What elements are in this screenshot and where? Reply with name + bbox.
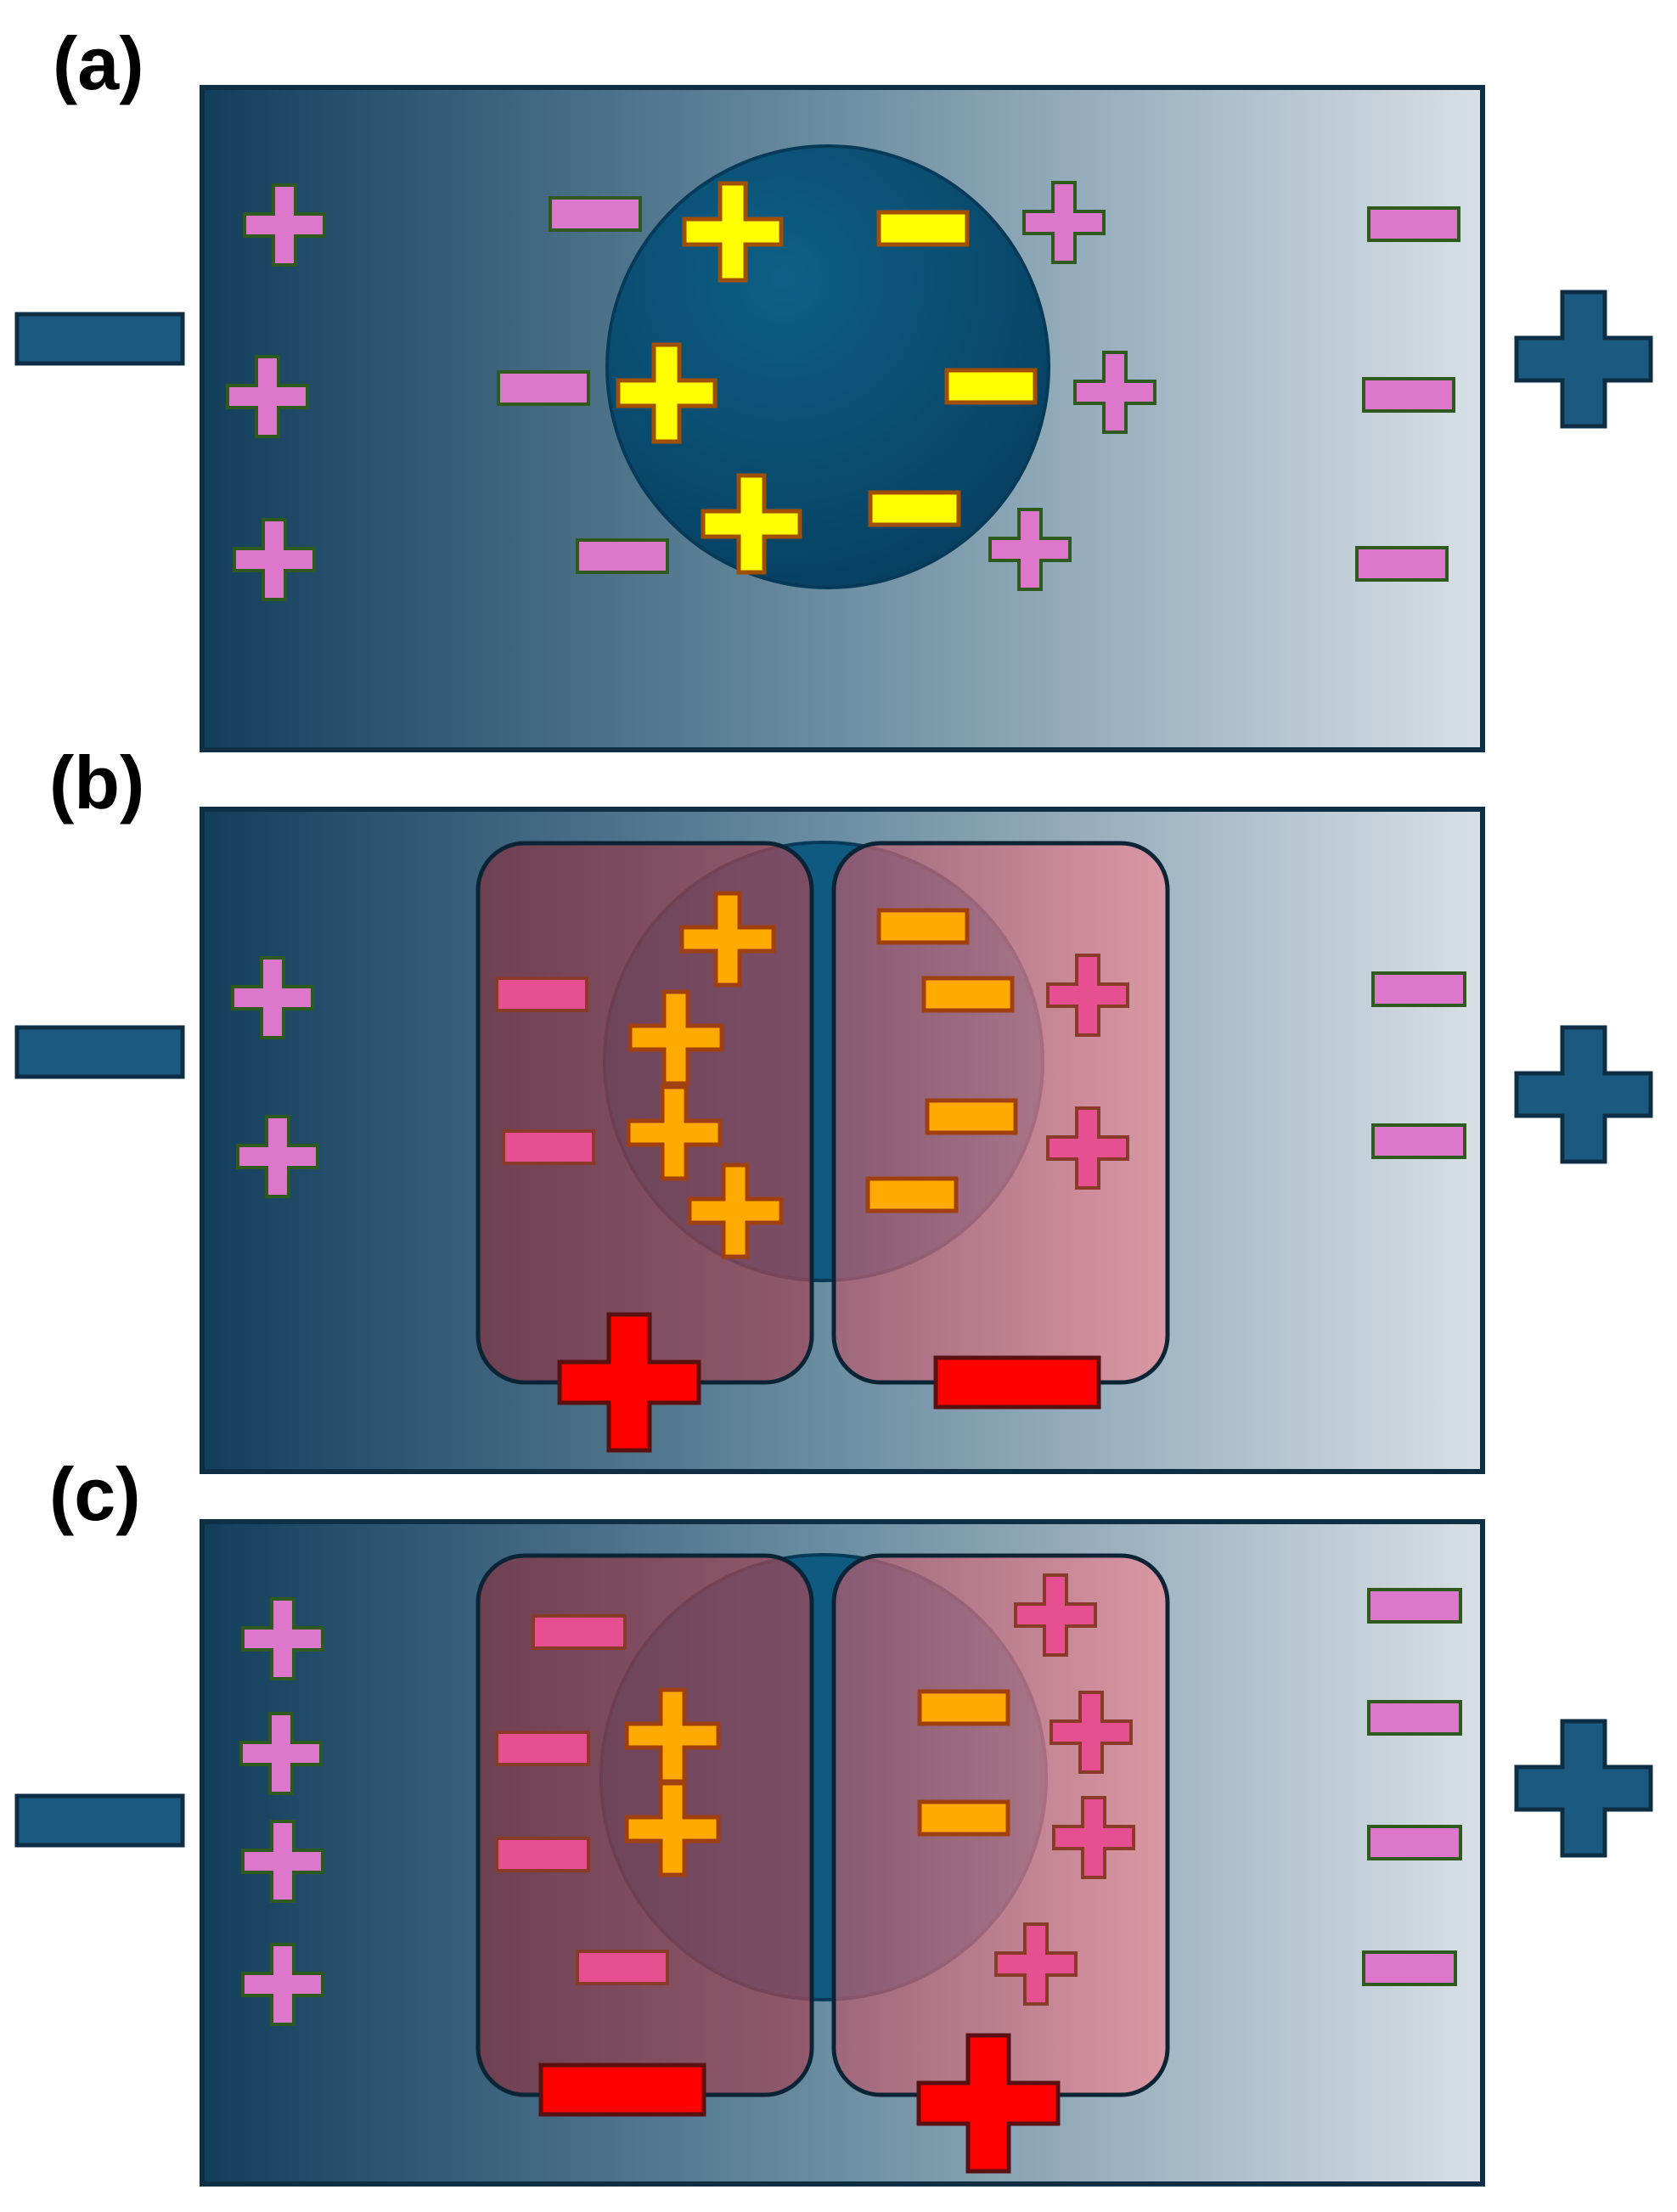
half-drop-left [476, 841, 814, 1385]
plus-icon [627, 989, 724, 1086]
minus-icon [933, 1355, 1101, 1410]
minus-icon [944, 368, 1038, 405]
plus-icon [1046, 1106, 1129, 1190]
panel-b: (b) [14, 740, 1653, 1474]
minus-icon [538, 2063, 706, 2117]
minus-icon [921, 976, 1015, 1013]
plus-icon [1046, 954, 1129, 1037]
plus-icon [239, 1712, 323, 1795]
minus-icon [495, 977, 588, 1012]
minus-icon [576, 1950, 669, 1985]
minus-icon [497, 370, 590, 406]
panel-label-a: (a) [53, 21, 144, 105]
minus-icon [532, 1614, 627, 1650]
minus-icon [1367, 1588, 1462, 1624]
plus-icon [243, 183, 326, 267]
plus-icon [701, 473, 802, 575]
minus-icon [495, 1837, 590, 1872]
panel-a: (a) [14, 21, 1653, 752]
plus-icon [624, 1781, 721, 1877]
minus-icon [876, 210, 970, 247]
plus-icon [557, 1312, 701, 1453]
electrode-plus-icon [1514, 290, 1653, 429]
minus-icon [868, 490, 961, 527]
plus-icon [241, 1943, 324, 2026]
minus-icon [865, 1176, 959, 1213]
minus-icon [1367, 1825, 1462, 1860]
plus-icon [236, 1115, 319, 1198]
minus-icon [1355, 546, 1449, 582]
plus-icon [241, 1597, 324, 1680]
minus-icon [1371, 971, 1466, 1007]
electrode-minus-icon [14, 312, 185, 366]
plus-icon [241, 1820, 324, 1903]
minus-icon [917, 1799, 1010, 1837]
plus-icon [1052, 1796, 1135, 1879]
minus-icon [876, 908, 970, 945]
plus-icon [226, 355, 309, 438]
plus-icon [988, 508, 1072, 591]
plus-icon [687, 1162, 784, 1259]
panel-c: (c) [14, 1452, 1653, 2187]
plus-icon [231, 956, 314, 1039]
minus-icon [925, 1098, 1018, 1135]
minus-icon [917, 1689, 1010, 1726]
minus-icon [1367, 1700, 1462, 1736]
electrode-minus-icon [14, 1025, 185, 1079]
minus-icon [549, 196, 642, 232]
plus-icon [1050, 1691, 1133, 1774]
plus-icon [682, 181, 784, 283]
minus-icon [1367, 206, 1460, 242]
plus-icon [626, 1084, 723, 1181]
droplet [605, 144, 1050, 589]
plus-icon [616, 342, 718, 444]
plus-icon [233, 518, 316, 601]
panel-label-b: (b) [49, 740, 144, 825]
minus-icon [495, 1731, 590, 1766]
plus-icon [916, 2033, 1061, 2174]
electrode-plus-icon [1514, 1719, 1653, 1858]
minus-icon [1371, 1123, 1466, 1159]
plus-icon [1014, 1573, 1097, 1657]
minus-icon [1362, 377, 1455, 413]
minus-icon [1362, 1950, 1457, 1986]
panel-label-c: (c) [49, 1452, 141, 1536]
minus-icon [576, 538, 669, 574]
plus-icon [1022, 181, 1106, 264]
electrode-minus-icon [14, 1793, 185, 1848]
plus-icon [994, 1922, 1078, 2006]
electrode-plus-icon [1514, 1025, 1653, 1164]
plus-icon [679, 891, 776, 988]
plus-icon [1073, 351, 1156, 434]
minus-icon [502, 1129, 595, 1165]
